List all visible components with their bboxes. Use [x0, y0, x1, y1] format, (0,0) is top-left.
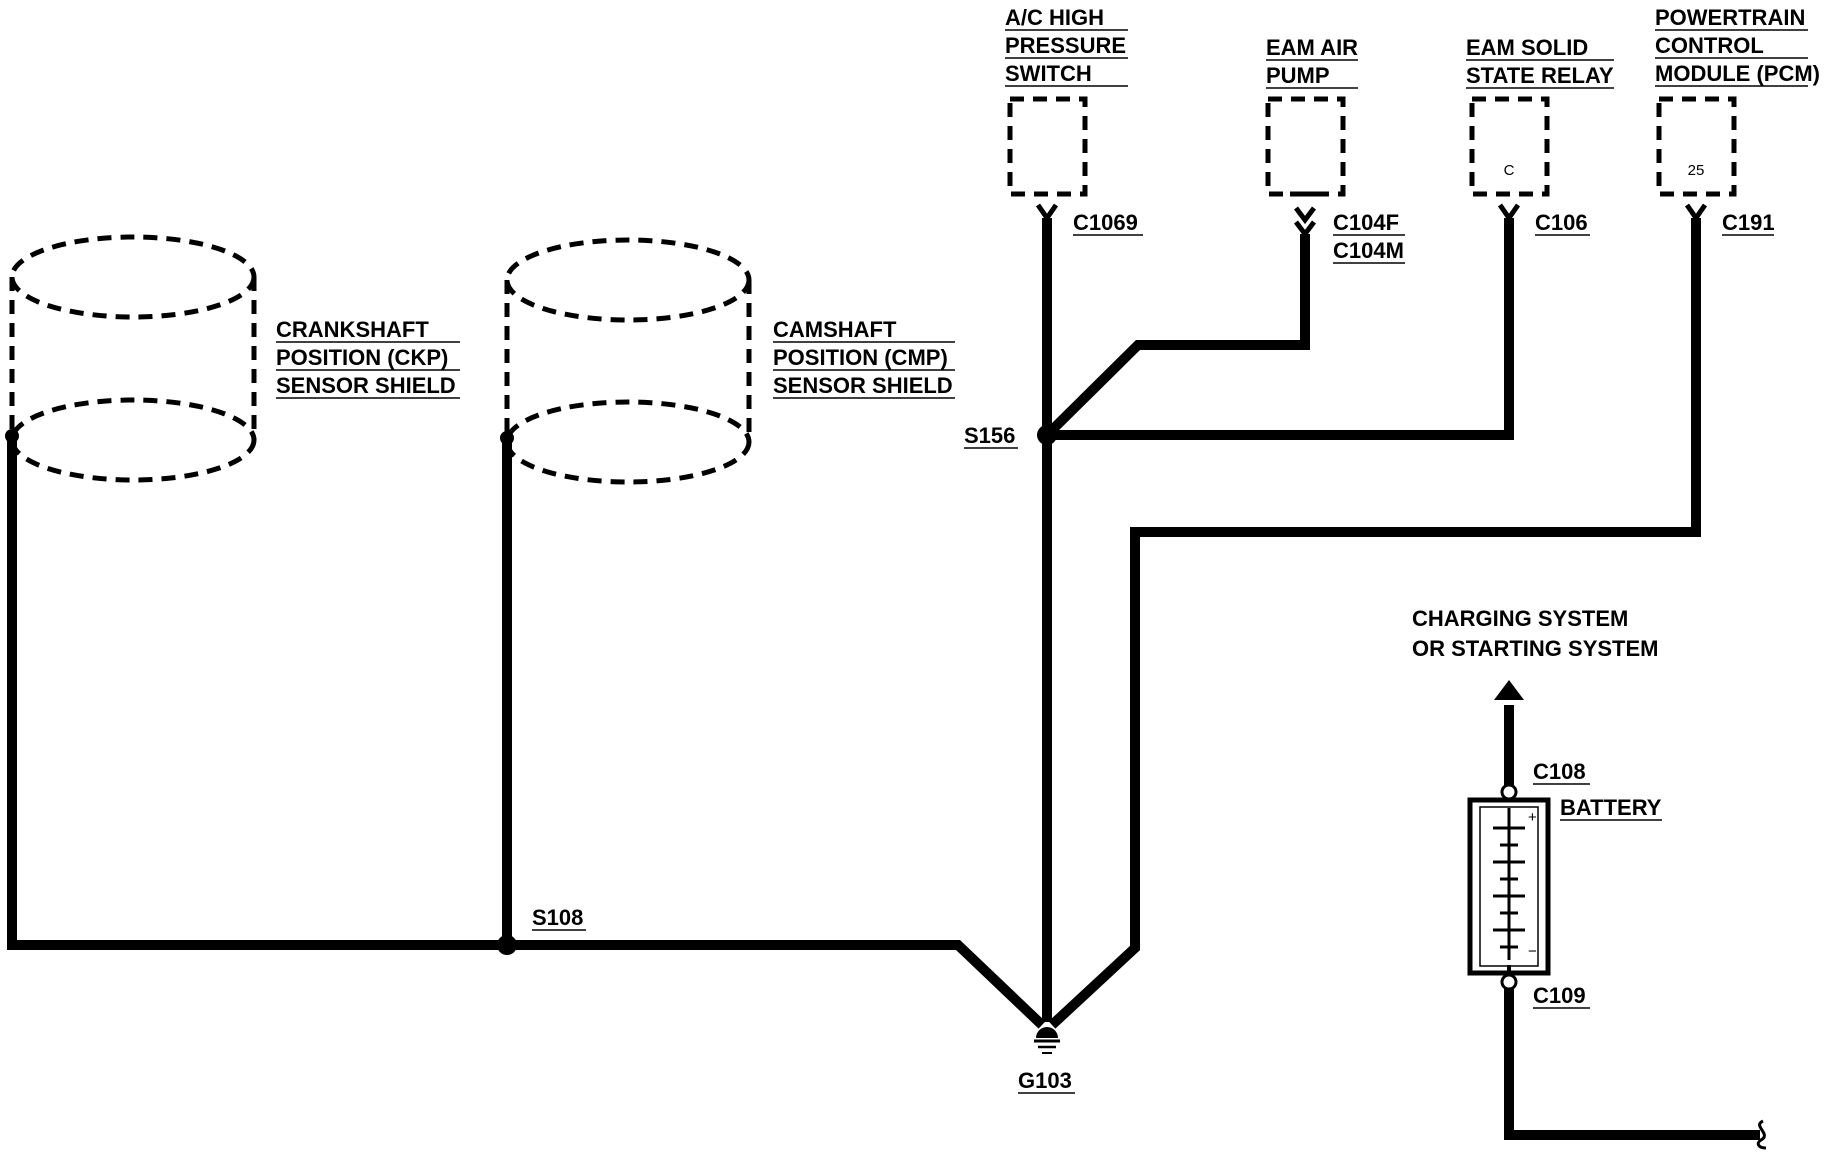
svg-text:SENSOR SHIELD: SENSOR SHIELD [773, 373, 953, 398]
s108-label: S108 [532, 905, 586, 931]
arrow-up-icon [1494, 680, 1524, 700]
svg-text:A/C HIGH: A/C HIGH [1005, 5, 1104, 30]
ac-switch-box [1007, 96, 1088, 197]
pcm-pin-label: 25 [1688, 162, 1705, 179]
c108-terminal [1500, 783, 1518, 801]
svg-text:PRESSURE: PRESSURE [1005, 33, 1126, 58]
splice-s108 [497, 935, 517, 955]
svg-text:C104M: C104M [1333, 238, 1404, 263]
ckp-shield-cylinder-icon [9, 234, 257, 483]
svg-text:CONTROL: CONTROL [1655, 33, 1764, 58]
svg-text:SWITCH: SWITCH [1005, 61, 1092, 86]
ckp-shield-label: CRANKSHAFT POSITION (CKP) SENSOR SHIELD [276, 317, 460, 399]
eam-relay-pin-label: C [1504, 162, 1515, 179]
svg-text:S108: S108 [532, 905, 583, 930]
splice-s156 [1037, 425, 1057, 445]
svg-text:POSITION (CMP): POSITION (CMP) [773, 345, 948, 370]
wire-eam-air-pump [1043, 234, 1310, 439]
svg-text:PUMP: PUMP [1266, 63, 1330, 88]
pcm-box [1656, 96, 1737, 197]
svg-text:C108: C108 [1533, 759, 1586, 784]
s156-label: S156 [964, 423, 1018, 449]
battery-plus-label: + [1528, 809, 1537, 826]
svg-text:POWERTRAIN: POWERTRAIN [1655, 5, 1805, 30]
c104-connector-icon [1290, 191, 1320, 239]
svg-text:BATTERY: BATTERY [1560, 795, 1662, 820]
c1069-label: C1069 [1073, 210, 1143, 236]
wire-battery-negative [1504, 989, 1760, 1140]
wire-eam-relay [1047, 218, 1514, 440]
c109-terminal [1500, 973, 1518, 991]
c191-connector-icon [1684, 203, 1708, 223]
svg-text:STATE RELAY: STATE RELAY [1466, 63, 1614, 88]
svg-text:C104F: C104F [1333, 210, 1399, 235]
svg-text:G103: G103 [1018, 1068, 1072, 1093]
svg-text:CRANKSHAFT: CRANKSHAFT [276, 317, 429, 342]
c109-label: C109 [1533, 983, 1590, 1009]
c1069-connector-icon [1035, 203, 1059, 223]
svg-text:OR STARTING SYSTEM: OR STARTING SYSTEM [1412, 636, 1659, 661]
eam-relay-box [1469, 96, 1550, 197]
ground-icon [1034, 1027, 1060, 1054]
battery-label: BATTERY [1560, 795, 1662, 821]
pcm-label: POWERTRAIN CONTROL MODULE (PCM) [1655, 5, 1820, 87]
svg-text:CHARGING SYSTEM: CHARGING SYSTEM [1412, 606, 1628, 631]
c106-label: C106 [1535, 210, 1590, 236]
c108-label: C108 [1533, 759, 1590, 785]
c106-connector-icon [1497, 203, 1521, 223]
wire-pcm [1048, 218, 1701, 1029]
c104-label: C104F C104M [1333, 210, 1405, 264]
ac-switch-label: A/C HIGH PRESSURE SWITCH [1005, 5, 1128, 87]
svg-text:POSITION (CKP): POSITION (CKP) [276, 345, 448, 370]
battery-minus-label: − [1528, 943, 1537, 960]
wire-break-icon [1756, 1119, 1767, 1150]
c191-label: C191 [1722, 210, 1775, 236]
svg-text:CAMSHAFT: CAMSHAFT [773, 317, 897, 342]
svg-text:MODULE (PCM): MODULE (PCM) [1655, 61, 1820, 86]
eam-relay-label: EAM SOLID STATE RELAY [1466, 35, 1614, 89]
svg-text:EAM SOLID: EAM SOLID [1466, 35, 1588, 60]
charging-system-label: CHARGING SYSTEM OR STARTING SYSTEM [1412, 606, 1659, 661]
svg-text:S156: S156 [964, 423, 1015, 448]
g103-label: G103 [1018, 1068, 1075, 1094]
svg-text:C1069: C1069 [1073, 210, 1138, 235]
eam-air-pump-box [1265, 96, 1346, 197]
wire-ckp-shield [7, 435, 1046, 1029]
svg-text:C191: C191 [1722, 210, 1775, 235]
cmp-shield-label: CAMSHAFT POSITION (CMP) SENSOR SHIELD [773, 317, 955, 399]
eam-air-pump-label: EAM AIR PUMP [1266, 35, 1358, 89]
cmp-shield-cylinder-icon [504, 237, 752, 485]
svg-text:C109: C109 [1533, 983, 1586, 1008]
svg-text:EAM AIR: EAM AIR [1266, 35, 1358, 60]
svg-text:SENSOR SHIELD: SENSOR SHIELD [276, 373, 456, 398]
svg-text:C106: C106 [1535, 210, 1588, 235]
